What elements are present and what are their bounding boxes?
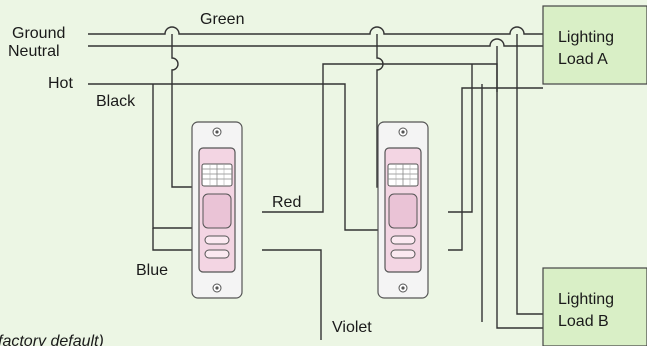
red-label: Red xyxy=(272,194,301,211)
green-label: Green xyxy=(200,11,244,28)
occupancy-sensor-switch-2 xyxy=(377,121,429,299)
blue-wire-switch1 xyxy=(152,228,192,251)
violet-wire xyxy=(262,249,322,340)
hot-wire xyxy=(88,83,378,231)
ground-label: Ground xyxy=(12,25,65,42)
lighting-load-b-box xyxy=(542,267,647,346)
loadB-neutral xyxy=(496,46,543,329)
load-b-line1: Lighting xyxy=(558,291,614,308)
load-a-line2: Load A xyxy=(558,51,608,68)
ground-drop-switch2 xyxy=(376,34,384,188)
neutral-label: Neutral xyxy=(8,43,60,60)
loadB-ground xyxy=(516,34,543,315)
load-a-line1: Lighting xyxy=(558,29,614,46)
loadA-feed xyxy=(448,64,473,213)
neutral-wire xyxy=(88,38,543,47)
blue-label: Blue xyxy=(136,262,168,279)
black-label: Black xyxy=(96,93,136,110)
violet-label: Violet xyxy=(332,319,372,336)
load-b-line2: Load B xyxy=(558,313,609,330)
switch2-violet xyxy=(448,87,543,251)
green-wire-switch1 xyxy=(171,34,192,188)
occupancy-sensor-switch-1 xyxy=(191,121,243,299)
footnote: factory default) xyxy=(0,333,104,346)
hot-label: Hot xyxy=(48,75,73,92)
ground-wire xyxy=(88,26,543,35)
lighting-load-a-box xyxy=(542,5,647,85)
